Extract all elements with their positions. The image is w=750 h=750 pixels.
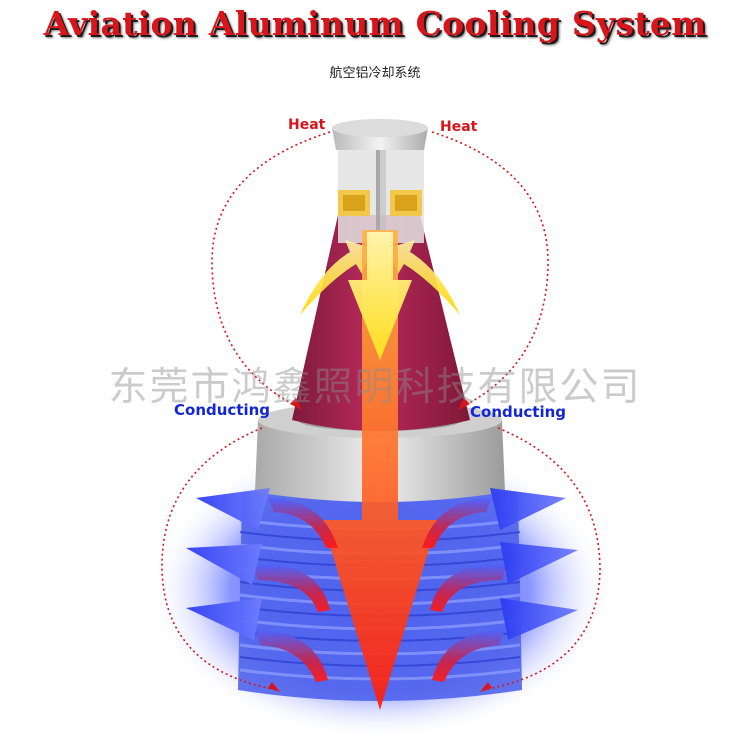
led-head xyxy=(338,148,424,243)
conducting-label-right: Conducting xyxy=(470,403,566,421)
conducting-label-left: Conducting xyxy=(174,401,270,419)
company-watermark: 东莞市鸿鑫照明科技有限公司 xyxy=(0,356,750,412)
heat-label-right: Heat xyxy=(440,119,477,135)
heat-label-left: Heat xyxy=(288,117,325,133)
led-cap xyxy=(332,119,428,150)
diagram-title: Aviation Aluminum Cooling System xyxy=(0,4,750,43)
diagram-subtitle: 航空铝冷却系统 xyxy=(0,62,750,81)
